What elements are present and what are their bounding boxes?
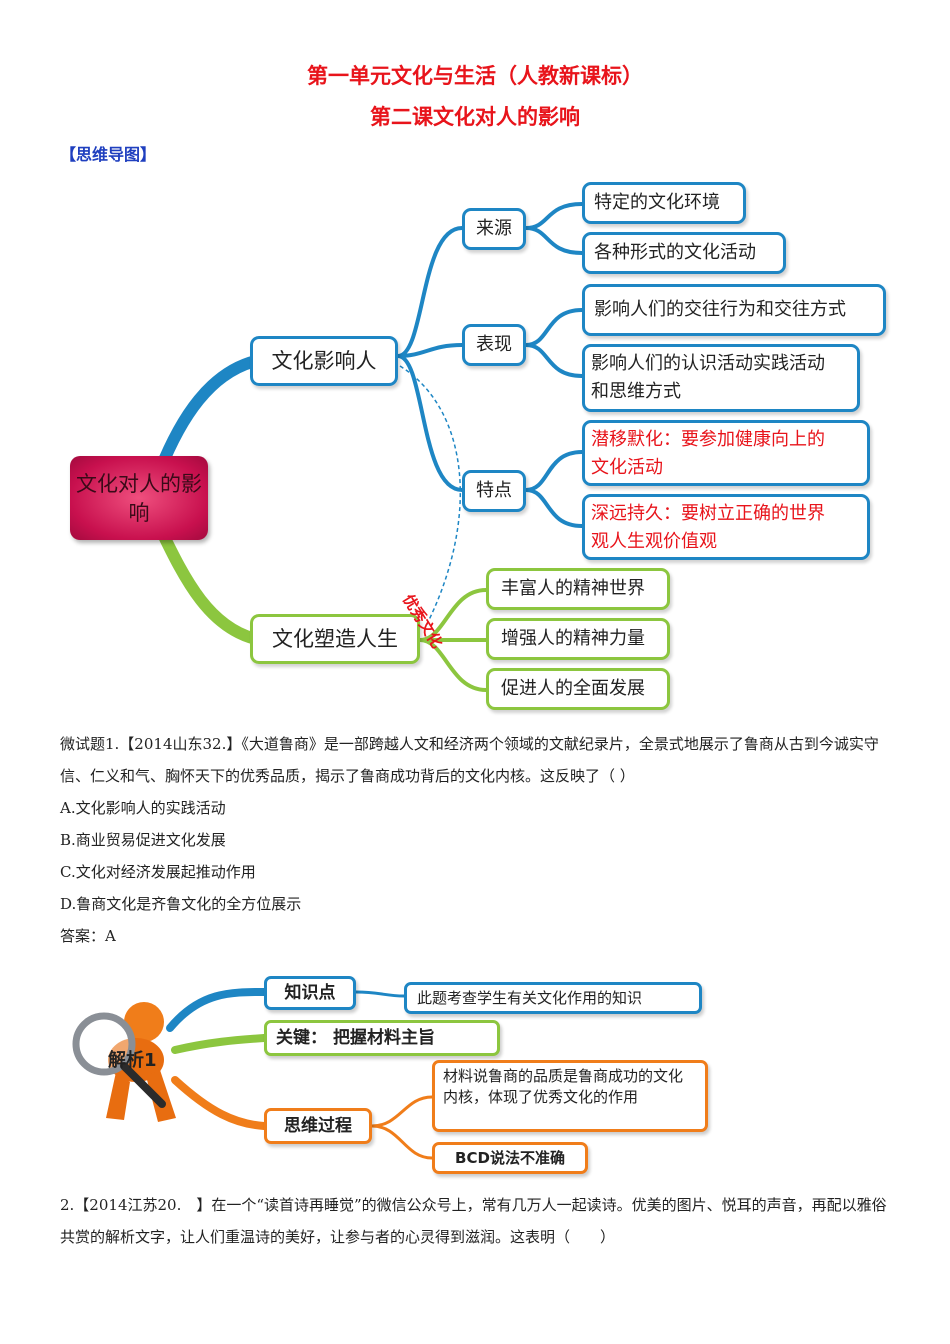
feature-item: 深远持久：要树立正确的世界观人生观价值观: [582, 494, 870, 560]
shape-item: 促进人的全面发展: [486, 668, 670, 710]
node-source: 来源: [462, 208, 526, 250]
manifestation-item: 影响人们的交往行为和交往方式: [582, 284, 886, 336]
manifestation-item: 影响人们的认识活动实践活动和思维方式: [582, 344, 860, 412]
source-item: 各种形式的文化活动: [582, 232, 786, 274]
mindmap-root: 文化对人的影响: [70, 456, 208, 540]
analysis-process-label: 思维过程: [264, 1108, 372, 1144]
branch-culture-affects-people: 文化影响人: [250, 336, 398, 386]
feature-item: 潜移默化：要参加健康向上的文化活动: [582, 420, 870, 486]
node-feature: 特点: [462, 470, 526, 512]
analysis-knowledge-text: 此题考查学生有关文化作用的知识: [404, 982, 702, 1014]
question1-answer: 答案：A: [60, 927, 116, 945]
analysis-key-text: 把握材料主旨: [333, 1028, 435, 1048]
source-item: 特定的文化环境: [582, 182, 746, 224]
page-subtitle: 第二课文化对人的影响: [370, 105, 580, 129]
analysis-figure-label: 解析1: [108, 1050, 157, 1071]
branch-culture-shapes-life: 文化塑造人生: [250, 614, 420, 664]
section-label: 【思维导图】: [60, 145, 157, 164]
question2-stem: 2.【2014江苏20. 】在一个“读首诗再睡觉”的微信公众号上，常有几万人一起…: [60, 1196, 887, 1246]
question1-option: D.鲁商文化是齐鲁文化的全方位展示: [60, 895, 302, 913]
shape-item: 丰富人的精神世界: [486, 568, 670, 610]
analysis-figure-icon: [72, 1002, 176, 1122]
analysis-connectors: [166, 988, 433, 1160]
question1-stem: 微试题1.【2014山东32.】《大道鲁商》是一部跨越人文和经济两个领域的文献纪…: [60, 735, 879, 785]
question1-option: A.文化影响人的实践活动: [60, 799, 226, 817]
page-title: 第一单元文化与生活（人教新课标）: [307, 64, 643, 88]
analysis-bcd-text: BCD说法不准确: [432, 1142, 588, 1174]
analysis-key-label: 关键：: [276, 1028, 327, 1048]
question1-option: B.商业贸易促进文化发展: [60, 831, 226, 849]
node-manifestation: 表现: [462, 324, 526, 366]
mindmap-connectors: [154, 202, 583, 692]
analysis-process-text: 材料说鲁商的品质是鲁商成功的文化内核，体现了优秀文化的作用: [432, 1060, 708, 1132]
analysis-knowledge-label: 知识点: [264, 976, 356, 1010]
analysis-key: 关键： 把握材料主旨: [264, 1020, 500, 1056]
question1-option: C.文化对经济发展起推动作用: [60, 863, 256, 881]
shape-item: 增强人的精神力量: [486, 618, 670, 660]
mindmap-root-label: 文化对人的影响: [76, 472, 202, 525]
